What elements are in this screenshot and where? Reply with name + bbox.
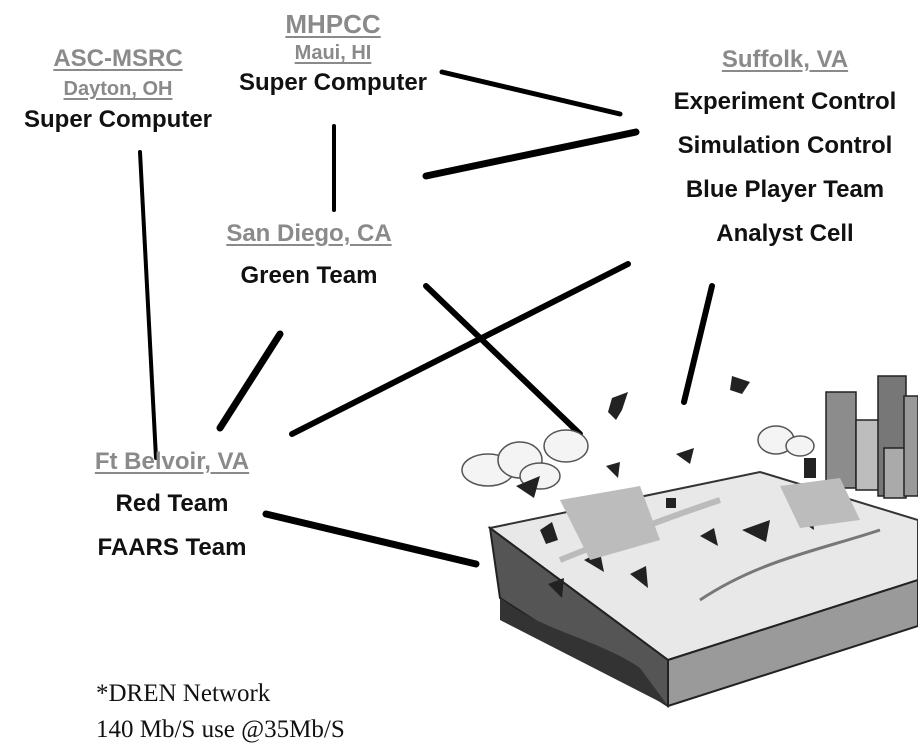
sandiego-role: Green Team: [240, 262, 378, 289]
node-ft-belvoir: Ft Belvoir, VA Red Team FAARS Team: [72, 442, 272, 570]
footnote-bandwidth: 140 Mb/S use @35Mb/S: [96, 716, 345, 743]
mhpcc-title: MHPCC: [285, 9, 381, 39]
link-mhpcc-suffolk: [439, 69, 623, 117]
belvoir-location: Ft Belvoir, VA: [94, 448, 250, 475]
suffolk-role-experiment-control: Experiment Control: [673, 88, 897, 115]
suffolk-location: Suffolk, VA: [721, 46, 849, 73]
link-sandiego-battlefield: [423, 283, 583, 437]
node-asc-msrc: ASC-MSRC Dayton, OH Super Computer: [2, 42, 234, 138]
link-sandiego-suffolk: [422, 128, 640, 180]
node-san-diego: San Diego, CA Green Team: [200, 214, 418, 298]
suffolk-role-analyst-cell: Analyst Cell: [716, 220, 854, 247]
link-asc-belvoir: [138, 150, 158, 460]
belvoir-role-faars-team: FAARS Team: [97, 534, 247, 561]
asc-location: ASC-MSRC: [53, 45, 183, 72]
link-belvoir-battlefield: [262, 510, 480, 568]
mhpcc-role: Super Computer: [238, 69, 427, 96]
footnote-network-name: *DREN Network: [96, 680, 271, 707]
belvoir-role-red-team: Red Team: [115, 490, 229, 517]
network-footnote: *DREN Network 140 Mb/S use @35Mb/S: [96, 676, 345, 748]
suffolk-role-simulation-control: Simulation Control: [677, 132, 893, 159]
node-suffolk: Suffolk, VA Experiment Control Simulatio…: [652, 40, 918, 256]
asc-sublocation: Dayton, OH: [63, 78, 173, 100]
terrain-side: [667, 578, 918, 708]
asc-role: Super Computer: [23, 106, 212, 133]
node-mhpcc: MHPCC Maui, HI Super Computer: [218, 8, 448, 100]
link-suffolk-battlefield: [681, 283, 715, 405]
sandiego-location: San Diego, CA: [226, 220, 392, 247]
mhpcc-location: Maui, HI: [294, 42, 372, 64]
link-belvoir-suffolk: [289, 261, 631, 437]
link-sandiego-belvoir: [216, 330, 284, 432]
suffolk-role-blue-player-team: Blue Player Team: [685, 176, 885, 203]
